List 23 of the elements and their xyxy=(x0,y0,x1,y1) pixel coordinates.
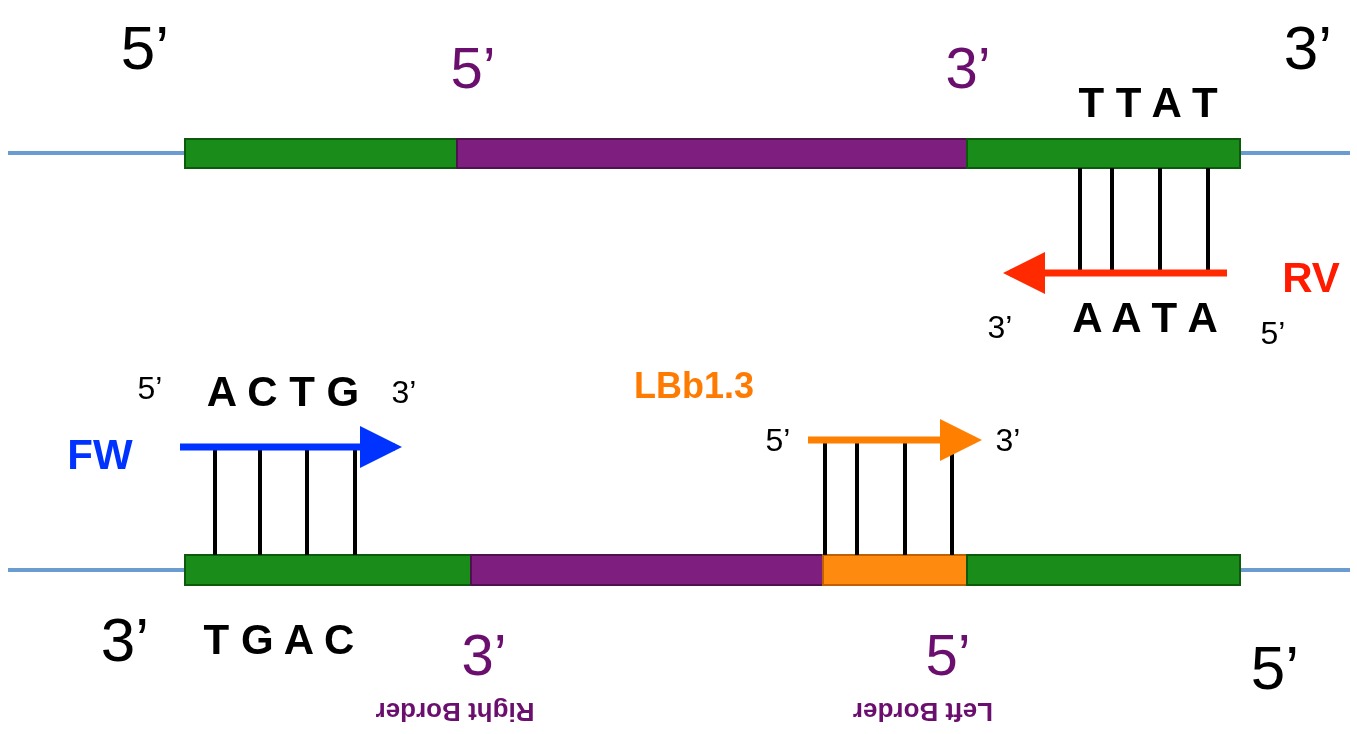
base-sequence: T T A T xyxy=(1078,82,1218,124)
strand-end-label: 3’ xyxy=(987,311,1013,343)
border-label: Left Border xyxy=(852,699,994,725)
strand-end-label: 3’ xyxy=(461,626,507,684)
border-label: Right Border xyxy=(375,699,535,725)
strand-end-label: 3’ xyxy=(995,424,1021,456)
base-sequence: A A T A xyxy=(1072,297,1218,339)
strand-end-label: 5’ xyxy=(450,39,496,97)
strand-end-label: 3’ xyxy=(1283,17,1333,79)
base-sequence: T G A C xyxy=(203,619,355,661)
strand-end-label: 5’ xyxy=(137,372,163,404)
strand-end-label: 5’ xyxy=(1250,637,1300,699)
primer-label: RV xyxy=(1282,257,1340,299)
strand-end-label: 3’ xyxy=(100,609,150,671)
primer-label: LBb1.3 xyxy=(634,368,754,404)
strand-end-label: 5’ xyxy=(1260,317,1286,349)
primer-label: FW xyxy=(67,434,133,476)
strand-end-label: 5’ xyxy=(120,17,170,79)
base-sequence: A C T G xyxy=(206,371,360,413)
strand-end-label: 5’ xyxy=(765,424,791,456)
strand-end-label: 3’ xyxy=(391,376,417,408)
strand-end-label: 5’ xyxy=(925,626,971,684)
strand-end-label: 3’ xyxy=(945,39,991,97)
